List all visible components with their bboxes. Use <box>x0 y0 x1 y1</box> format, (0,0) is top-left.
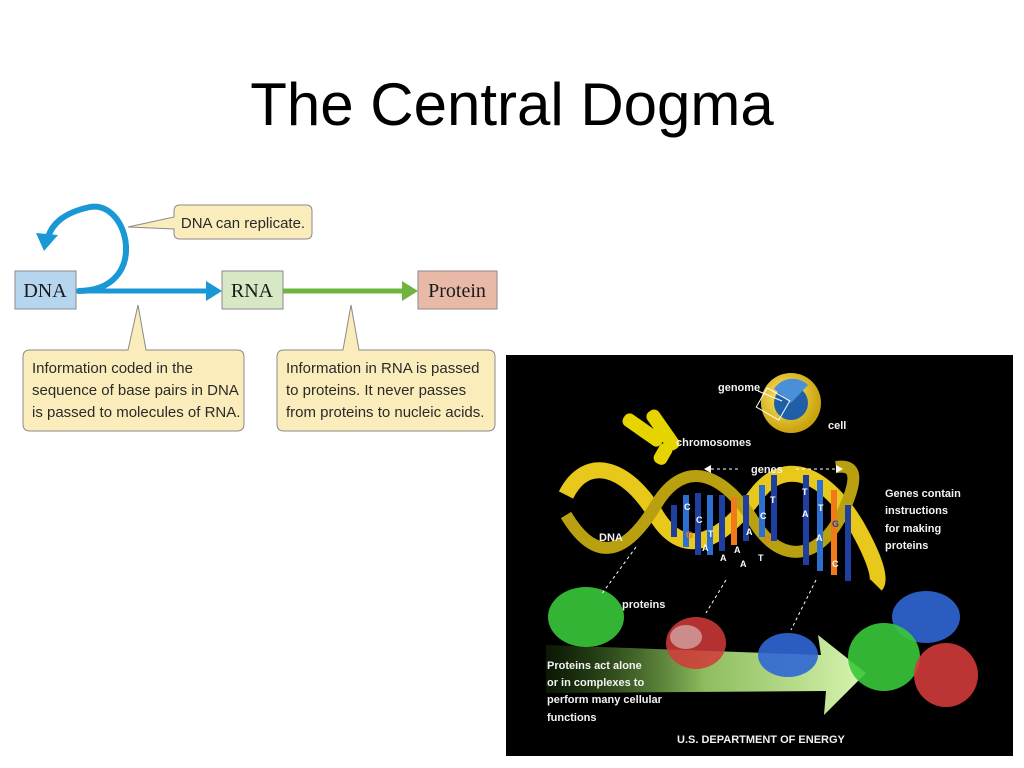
dna-to-rna-callout-line-1: Information coded in the <box>32 360 193 377</box>
proteins-act-line-3: perform many cellular <box>547 694 663 706</box>
dna-node: DNA <box>14 270 77 310</box>
chromosomes-label: chromosomes <box>676 437 751 449</box>
proteins-act-line-4: functions <box>547 712 597 724</box>
central-dogma-flow-diagram: DNA RNA Protein DNA can replicate. Infor… <box>14 203 498 432</box>
base-letter: A <box>802 509 809 519</box>
base-letter: C <box>832 559 839 569</box>
proteins-act-line-1: Proteins act alone <box>547 660 642 672</box>
protein-blobs <box>548 587 978 707</box>
base-letter: G <box>832 519 839 529</box>
base-letter: A <box>816 533 823 543</box>
credit-label: U.S. DEPARTMENT OF ENERGY <box>677 734 846 746</box>
replicate-callout: DNA can replicate. <box>127 204 313 240</box>
genes-contain-line-1: Genes contain <box>885 488 961 500</box>
cell-label: cell <box>828 420 846 432</box>
cell-graphic <box>761 373 821 433</box>
protein-node: Protein <box>417 270 498 310</box>
pointer-lines <box>600 468 836 631</box>
protein-node-label: Protein <box>428 280 486 302</box>
rna-to-protein-callout-line-1: Information in RNA is passed <box>286 360 479 377</box>
dna-to-rna-callout-line-3: is passed to molecules of RNA. <box>32 404 240 421</box>
base-letter: C <box>696 515 703 525</box>
rna-to-protein-arrowhead <box>402 281 418 301</box>
replication-loop-arrow <box>45 203 130 294</box>
dna-node-label: DNA <box>23 280 67 302</box>
rna-node-label: RNA <box>231 280 274 302</box>
dna-to-rna-callout: Information coded in the sequence of bas… <box>22 304 245 432</box>
rna-node: RNA <box>221 270 284 310</box>
proteins-label: proteins <box>622 599 665 611</box>
genome-label: genome <box>718 382 760 394</box>
base-letter: T <box>708 529 714 539</box>
base-letter: G <box>686 530 693 540</box>
rna-to-protein-callout-line-3: from proteins to nucleic acids. <box>286 404 484 421</box>
base-letter: G <box>764 535 771 545</box>
slide-title: The Central Dogma <box>250 71 774 138</box>
dna-to-rna-callout-line-2: sequence of base pairs in DNA <box>32 382 239 399</box>
base-letters: C C G T A A C A G A A T T T A T G A C <box>684 487 839 569</box>
base-letter: A <box>702 543 709 553</box>
base-letter: A <box>746 527 753 537</box>
base-letter: A <box>740 559 747 569</box>
base-letter: T <box>758 553 764 563</box>
dna-to-rna-arrowhead <box>206 281 222 301</box>
genes-label: genes <box>751 464 783 476</box>
base-letter: C <box>760 511 767 521</box>
base-letter: T <box>770 495 776 505</box>
replicate-callout-text: DNA can replicate. <box>181 215 305 232</box>
base-letter: T <box>818 503 824 513</box>
base-letter: A <box>720 553 727 563</box>
chromosome-graphic <box>622 409 680 465</box>
dna-label: DNA <box>599 532 623 544</box>
dna-helix-graphic <box>558 460 886 591</box>
genome-illustration: C C G T A A C A G A A T T T A T G A C <box>506 355 1013 756</box>
genes-contain-line-3: for making <box>885 523 941 535</box>
replication-arrowhead <box>36 233 58 251</box>
proteins-act-line-2: or in complexes to <box>547 677 644 689</box>
rna-to-protein-callout-line-2: to proteins. It never passes <box>286 382 466 399</box>
rna-to-protein-callout: Information in RNA is passed to proteins… <box>276 304 496 432</box>
base-letter: C <box>684 502 691 512</box>
genes-contain-line-2: instructions <box>885 505 948 517</box>
base-letter: T <box>802 487 808 497</box>
genes-contain-line-4: proteins <box>885 540 928 552</box>
base-letter: A <box>734 545 741 555</box>
